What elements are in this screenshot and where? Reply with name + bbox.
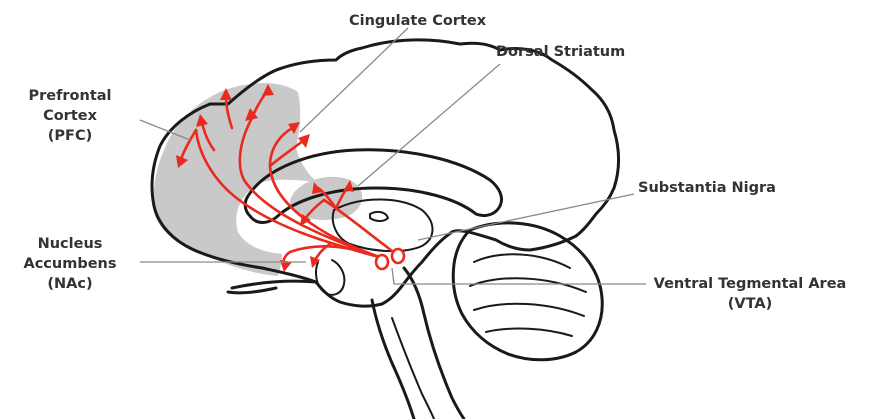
vta-nucleus-right: [392, 249, 404, 263]
vta-nucleus-left: [376, 255, 388, 269]
prefrontal-shaded-region: [153, 83, 318, 276]
label-nac-line1: Nucleus: [38, 236, 103, 252]
leader-vta: [392, 268, 646, 284]
label-nac-line3: (NAc): [47, 276, 92, 292]
cerebellum: [453, 223, 602, 360]
cerebellum-folds: [470, 254, 586, 336]
label-substantia-nigra: Substantia Nigra: [638, 180, 776, 196]
arrowhead: [298, 134, 310, 148]
label-pfc-line2: Cortex: [43, 108, 98, 124]
label-dorsal-striatum: Dorsal Striatum: [496, 44, 625, 60]
label-vta-line2: (VTA): [728, 296, 772, 312]
label-nac-line2: Accumbens: [23, 256, 116, 272]
leader-cingulate: [300, 28, 408, 132]
label-cingulate-cortex: Cingulate Cortex: [349, 13, 487, 29]
label-pfc-line3: (PFC): [48, 128, 92, 144]
leader-dorsal: [358, 64, 500, 186]
ventricle: [370, 212, 388, 221]
striatum-shaded-region: [290, 177, 362, 220]
pituitary: [316, 260, 344, 295]
label-pfc-line1: Prefrontal: [28, 88, 111, 104]
label-vta-line1: Ventral Tegmental Area: [654, 276, 847, 292]
